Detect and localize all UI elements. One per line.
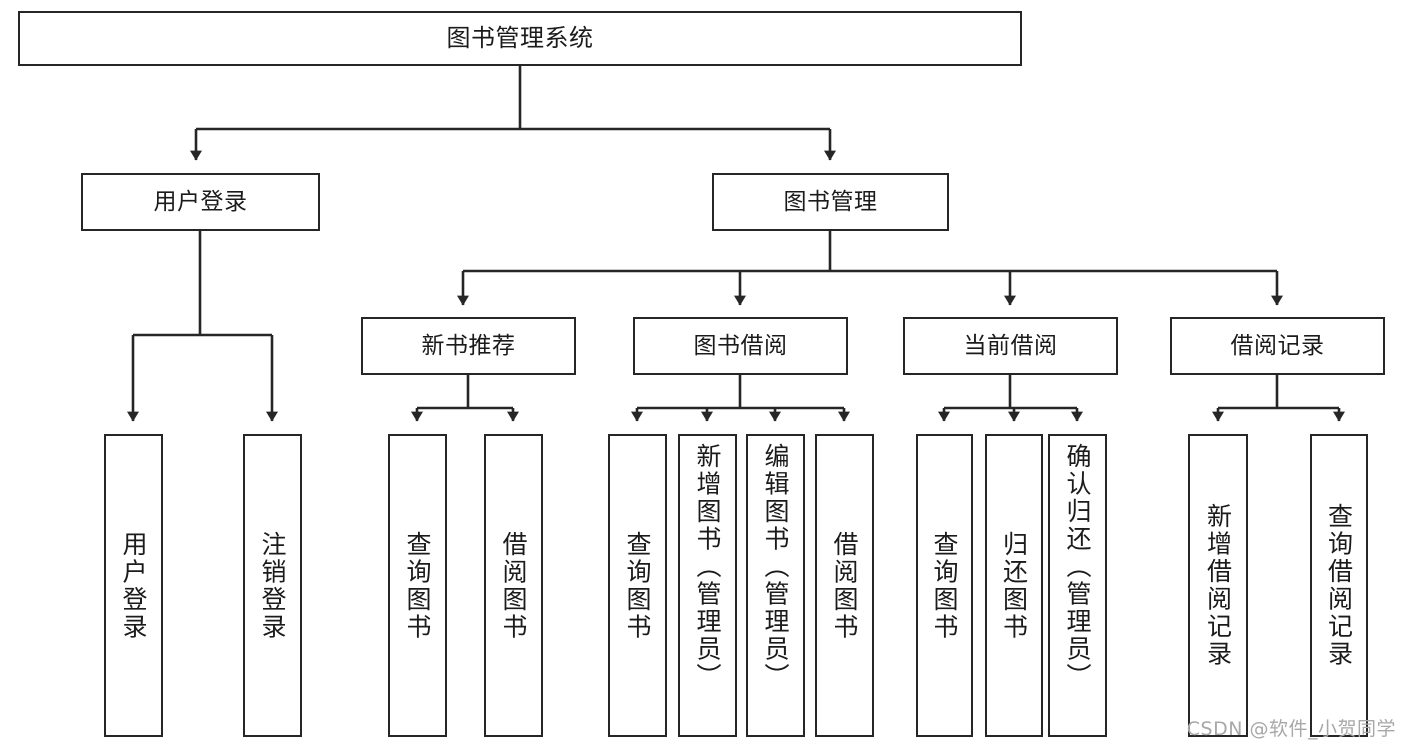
node-root-system[interactable]: 图书管理系统 <box>18 11 1022 66</box>
node-label: 借阅记录 <box>1230 332 1325 359</box>
node-current-borrow[interactable]: 当前借阅 <box>903 317 1118 375</box>
watermark-text: CSDN @软件_小贺同学 <box>1186 718 1396 740</box>
leaf-query-book-recommend[interactable]: 查询图书 <box>388 434 447 737</box>
node-label: 新书推荐 <box>421 332 516 359</box>
leaf-borrow-book-recommend[interactable]: 借阅图书 <box>484 434 543 737</box>
node-label: 图书管理系统 <box>446 23 594 52</box>
node-label: 新增图书（管理员） <box>693 443 722 691</box>
leaf-logout-login[interactable]: 注销登录 <box>243 434 302 737</box>
node-label: 当前借阅 <box>963 332 1058 359</box>
node-label: 借阅图书 <box>499 530 528 641</box>
node-label: 新增借阅记录 <box>1203 503 1233 668</box>
leaf-borrow-book[interactable]: 借阅图书 <box>815 434 874 737</box>
node-label: 图书借阅 <box>693 332 788 359</box>
leaf-add-book-admin[interactable]: 新增图书（管理员） <box>678 434 737 737</box>
node-book-management[interactable]: 图书管理 <box>712 173 949 231</box>
node-label: 编辑图书（管理员） <box>761 443 790 691</box>
node-label: 图书管理 <box>783 188 878 215</box>
node-label: 借阅图书 <box>830 530 859 641</box>
leaf-query-book-borrow[interactable]: 查询图书 <box>608 434 667 737</box>
leaf-add-borrow-record[interactable]: 新增借阅记录 <box>1188 434 1248 737</box>
node-label: 注销登录 <box>258 530 287 641</box>
leaf-edit-book-admin[interactable]: 编辑图书（管理员） <box>746 434 805 737</box>
node-label: 确认归还（管理员） <box>1063 443 1092 691</box>
leaf-query-borrow-record[interactable]: 查询借阅记录 <box>1310 434 1368 737</box>
node-user-login[interactable]: 用户登录 <box>81 173 320 231</box>
leaf-confirm-return-admin[interactable]: 确认归还（管理员） <box>1048 434 1107 737</box>
node-book-borrow[interactable]: 图书借阅 <box>633 317 848 375</box>
node-label: 用户登录 <box>119 530 148 641</box>
node-new-book-recommend[interactable]: 新书推荐 <box>361 317 576 375</box>
leaf-return-book[interactable]: 归还图书 <box>985 434 1043 737</box>
node-label: 查询图书 <box>930 530 959 641</box>
leaf-query-book-current[interactable]: 查询图书 <box>916 434 973 737</box>
node-borrow-record[interactable]: 借阅记录 <box>1170 317 1385 375</box>
node-label: 查询图书 <box>403 530 432 641</box>
node-label: 用户登录 <box>153 188 248 215</box>
node-label: 查询借阅记录 <box>1324 503 1354 668</box>
leaf-user-login[interactable]: 用户登录 <box>104 434 163 737</box>
node-label: 查询图书 <box>623 530 652 641</box>
node-label: 归还图书 <box>999 530 1029 641</box>
